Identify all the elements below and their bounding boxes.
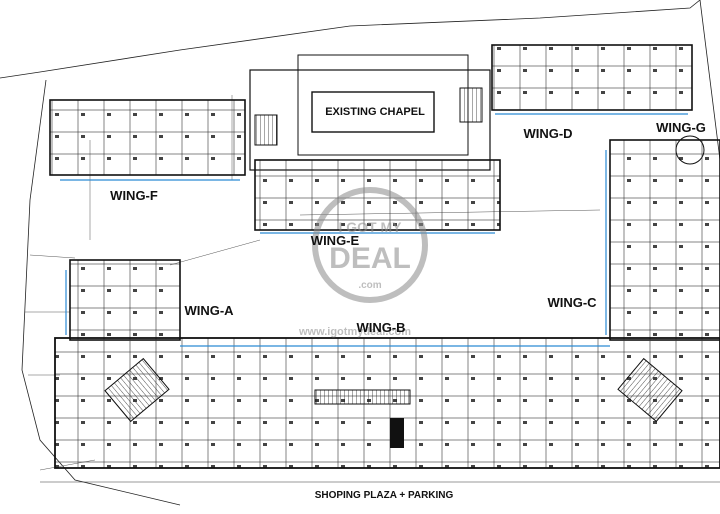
wing-c-g-block [605,135,720,341]
watermark-line1: I GOT MY [339,219,403,235]
footer-label: SHOPING PLAZA + PARKING [315,490,454,501]
wing-g-label: WING-G [656,120,706,135]
wing-d-label: WING-D [523,126,572,141]
watermark: I GOT MY DEAL .com www.igotmydeal.com [298,187,428,338]
chapel-label: EXISTING CHAPEL [325,106,425,118]
wing-f-label: WING-F [110,188,158,203]
wing-b-label: WING-B [356,320,405,335]
wing-d-block [491,44,693,115]
wing-b-block [54,337,720,469]
wing-e-block [254,159,501,234]
wing-a-label: WING-A [184,303,234,318]
wing-c-label: WING-C [547,295,597,310]
watermark-line3: .com [358,280,381,291]
watermark-line2: DEAL [329,242,411,275]
wing-f-block [49,99,246,181]
wing-e-label: WING-E [311,233,360,248]
wing-a-block [65,259,181,341]
watermark-url: www.igotmydeal.com [298,326,411,338]
